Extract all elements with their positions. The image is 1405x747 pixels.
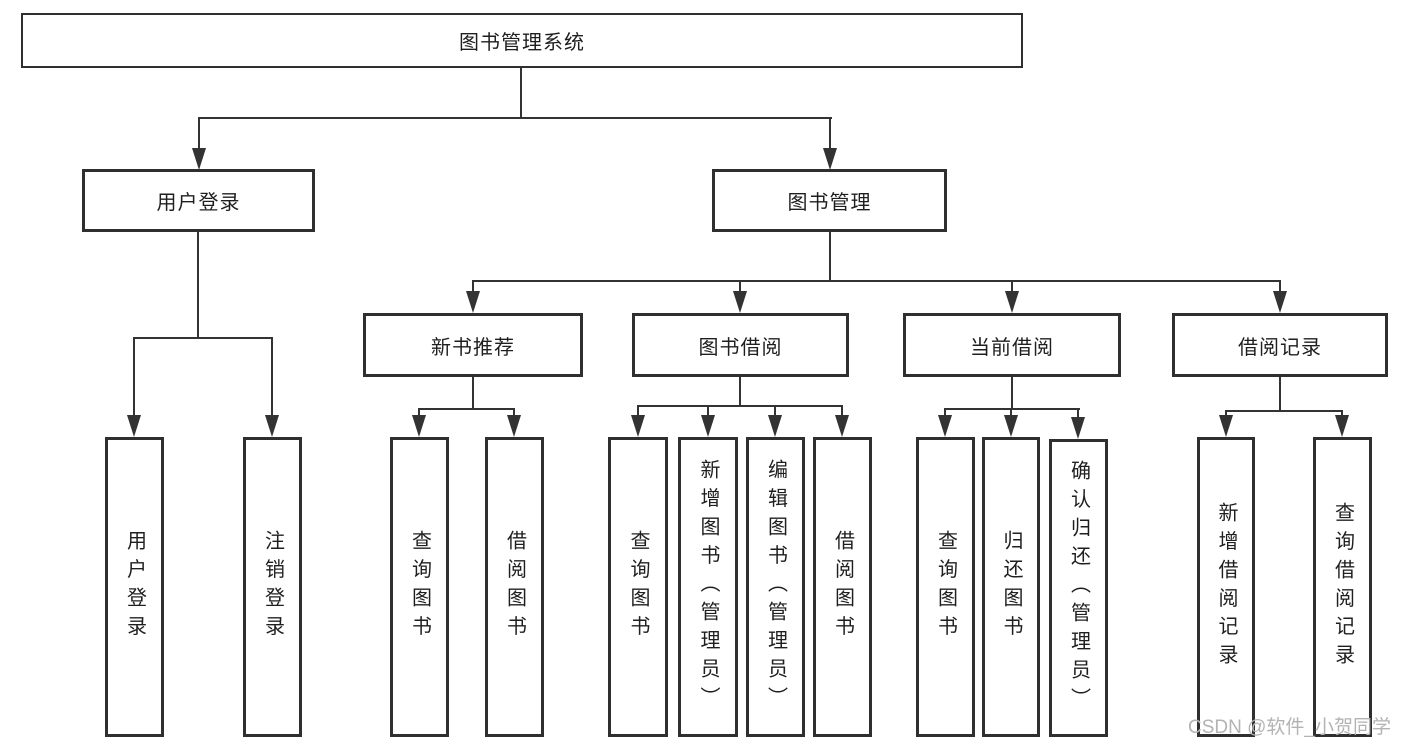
leaf-records-query-record: 查询借阅记录 — [1313, 437, 1372, 737]
connector-line — [1010, 408, 1012, 417]
node-new-book-recommend: 新书推荐 — [363, 313, 583, 377]
leaf-label: 借阅图书 — [503, 530, 526, 644]
connector-line — [707, 405, 709, 417]
leaf-logout: 注销登录 — [243, 437, 302, 737]
connector-line — [1011, 377, 1013, 408]
leaf-borrowing-edit-books-admin: 编辑图书（管理员） — [746, 437, 805, 737]
leaf-label: 借阅图书 — [831, 530, 854, 644]
connector-line — [1011, 280, 1013, 293]
connector-line — [418, 408, 420, 417]
leaf-label: 查询图书 — [934, 530, 957, 644]
connector-line — [198, 117, 200, 151]
connector-line — [739, 377, 741, 405]
connector-line — [1225, 410, 1343, 412]
arrow-down-icon — [631, 415, 645, 437]
leaf-label: 查询图书 — [408, 530, 431, 644]
node-label: 当前借阅 — [970, 336, 1054, 359]
connector-line — [197, 232, 199, 337]
connector-line — [739, 280, 741, 293]
arrow-down-icon — [265, 415, 279, 437]
node-label: 图书管理系统 — [459, 32, 585, 54]
arrow-down-icon — [701, 415, 715, 437]
connector-line — [472, 377, 474, 408]
node-book-borrowing: 图书借阅 — [632, 313, 849, 377]
connector-line — [520, 68, 522, 117]
arrow-down-icon — [1071, 417, 1085, 439]
leaf-label: 注销登录 — [261, 530, 284, 644]
arrow-down-icon — [1005, 291, 1019, 313]
node-borrowing-records: 借阅记录 — [1172, 313, 1388, 377]
connector-line — [637, 405, 639, 417]
leaf-current-return-books: 归还图书 — [982, 437, 1040, 737]
arrow-down-icon — [733, 291, 747, 313]
arrow-down-icon — [768, 415, 782, 437]
leaf-label: 查询图书 — [627, 530, 649, 644]
arrow-down-icon — [1273, 291, 1287, 313]
connector-line — [1341, 410, 1343, 417]
connector-line — [1225, 410, 1227, 417]
node-user-login: 用户登录 — [82, 169, 315, 232]
leaf-label: 新增借阅记录 — [1215, 501, 1237, 673]
connector-line — [829, 117, 831, 151]
connector-line — [944, 408, 946, 417]
node-label: 用户登录 — [156, 192, 241, 214]
node-book-management: 图书管理 — [712, 169, 947, 232]
node-library-management-system: 图书管理系统 — [21, 13, 1023, 68]
connector-line — [472, 280, 1281, 282]
leaf-borrowing-query-books: 查询图书 — [608, 437, 668, 737]
connector-line — [829, 232, 831, 280]
arrow-down-icon — [507, 415, 521, 437]
leaf-borrowing-borrow-books: 借阅图书 — [813, 437, 872, 737]
connector-line — [944, 408, 1080, 410]
leaf-label: 用户登录 — [123, 530, 146, 644]
connector-line — [1279, 280, 1281, 293]
arrow-down-icon — [412, 415, 426, 437]
connector-line — [271, 337, 273, 417]
leaf-borrowing-add-books-admin: 新增图书（管理员） — [678, 437, 738, 737]
leaf-label: 归还图书 — [1000, 530, 1022, 644]
leaf-label: 查询借阅记录 — [1331, 501, 1354, 673]
node-current-borrowing: 当前借阅 — [903, 313, 1121, 377]
arrow-down-icon — [127, 415, 141, 437]
leaf-current-query-books: 查询图书 — [916, 437, 975, 737]
node-label: 新书推荐 — [431, 336, 515, 359]
connector-line — [1077, 408, 1079, 417]
connector-line — [513, 408, 515, 417]
leaf-current-confirm-return-admin: 确认归还（管理员） — [1049, 439, 1108, 737]
leaf-label: 编辑图书（管理员） — [764, 459, 787, 715]
node-label: 借阅记录 — [1238, 336, 1322, 359]
connector-line — [774, 405, 776, 417]
csdn-watermark: CSDN @软件_小贺同学 — [1188, 717, 1391, 738]
arrow-down-icon — [192, 148, 206, 170]
arrow-down-icon — [823, 148, 837, 170]
connector-line — [1279, 377, 1281, 410]
leaf-records-add-record: 新增借阅记录 — [1197, 437, 1255, 737]
node-label: 图书借阅 — [698, 336, 783, 359]
connector-line — [841, 405, 843, 417]
connector-line — [133, 337, 273, 339]
arrow-down-icon — [466, 291, 480, 313]
arrow-down-icon — [938, 415, 952, 437]
leaf-newbook-borrow-books: 借阅图书 — [485, 437, 544, 737]
node-label: 图书管理 — [787, 192, 872, 214]
arrow-down-icon — [1004, 415, 1018, 437]
connector-line — [198, 117, 832, 119]
connector-line — [637, 405, 843, 407]
connector-line — [472, 280, 474, 293]
arrow-down-icon — [1335, 415, 1349, 437]
leaf-user-login: 用户登录 — [105, 437, 164, 737]
arrow-down-icon — [835, 415, 849, 437]
leaf-label: 新增图书（管理员） — [697, 459, 719, 715]
connector-line — [133, 337, 135, 417]
leaf-newbook-query-books: 查询图书 — [390, 437, 449, 737]
arrow-down-icon — [1219, 415, 1233, 437]
connector-line — [418, 408, 515, 410]
leaf-label: 确认归还（管理员） — [1067, 460, 1090, 716]
